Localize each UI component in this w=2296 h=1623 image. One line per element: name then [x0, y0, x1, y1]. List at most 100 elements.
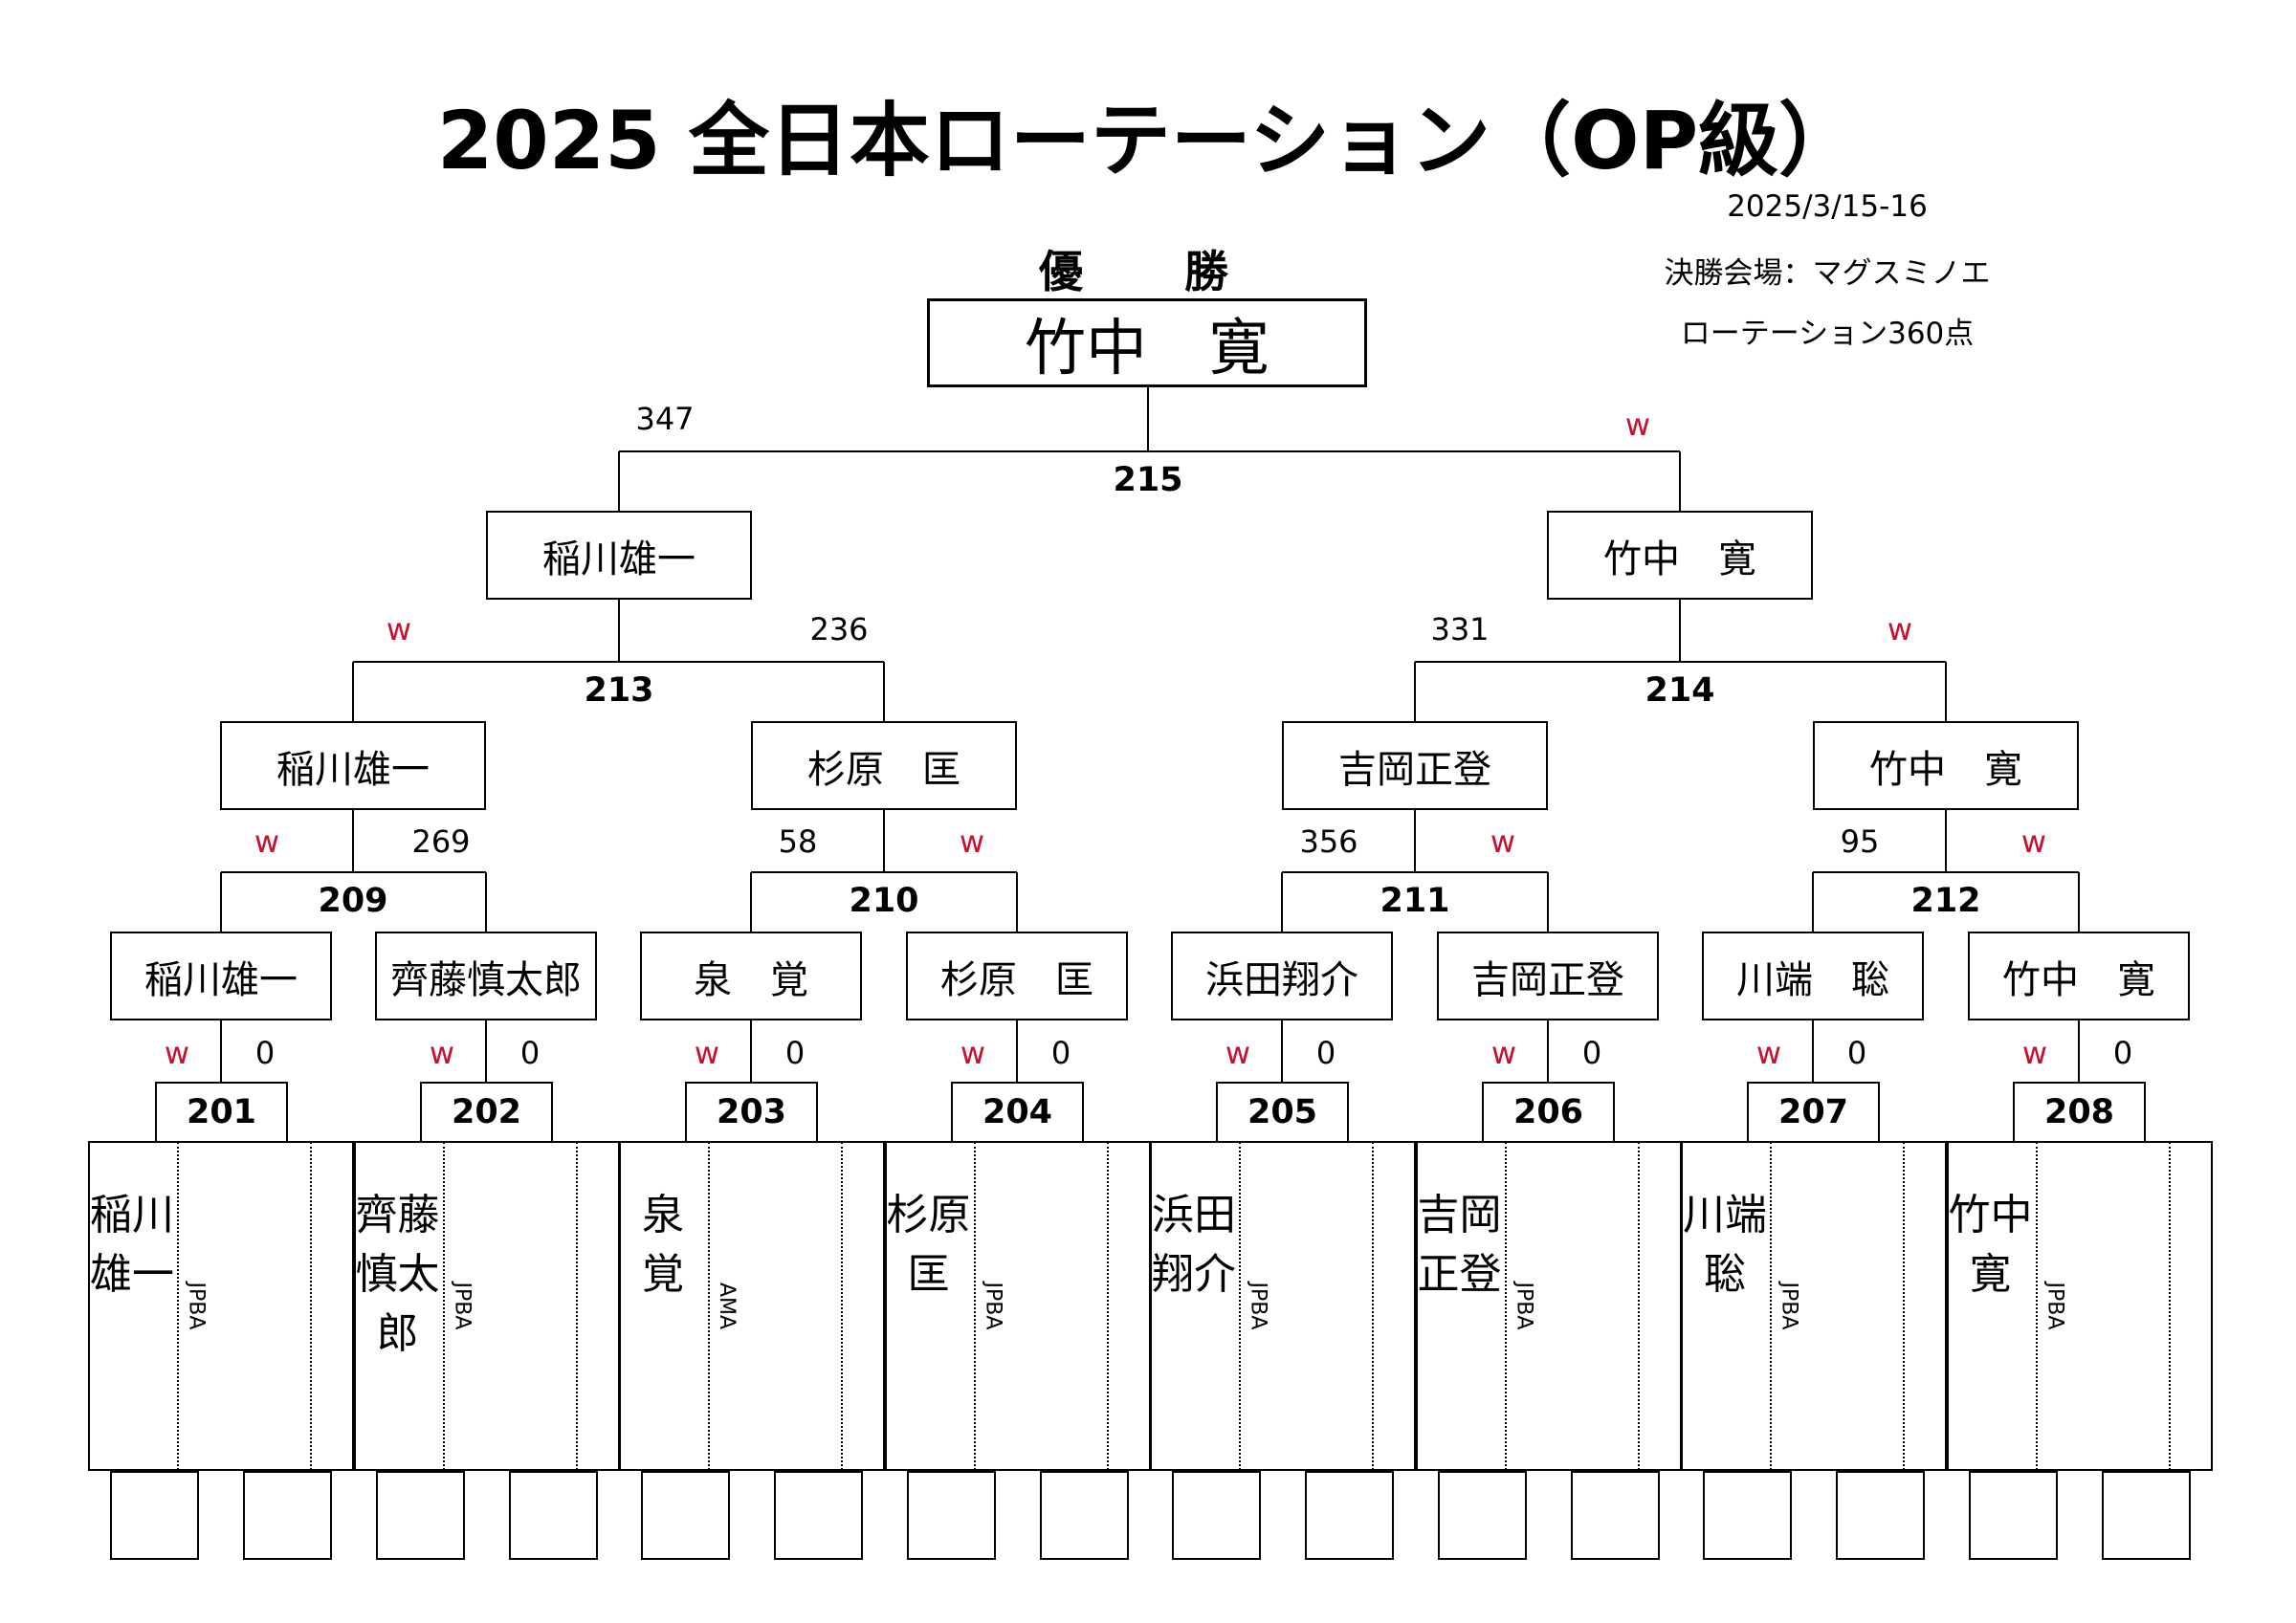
quarterfinal-winner-box: 竹中 寛	[1813, 721, 2079, 810]
match-score: 0	[519, 1035, 541, 1071]
round1-winner-box: 川端 聡	[1702, 932, 1924, 1020]
match-score: 236	[809, 611, 869, 647]
entrant-name: 齊藤慎太郎	[355, 1191, 440, 1358]
entrant-slot	[353, 1141, 620, 1471]
entrant-org: JPBA	[974, 1248, 1012, 1363]
match-number: 211	[1380, 882, 1450, 920]
slot-divider	[708, 1142, 710, 1470]
match-number-box: 201	[155, 1082, 288, 1141]
entrant-org: JPBA	[2036, 1248, 2074, 1363]
score-box	[508, 1471, 598, 1560]
match-number: 210	[849, 882, 919, 920]
quarterfinal-winner-box: 稲川雄一	[220, 721, 486, 810]
match-score: w	[254, 823, 280, 860]
match-number-box: 202	[420, 1082, 553, 1141]
score-box	[641, 1471, 730, 1560]
match-score: w	[959, 823, 985, 860]
match-score: 331	[1430, 611, 1490, 647]
match-score: w	[960, 1035, 986, 1071]
entrant-slot	[1946, 1141, 2213, 1471]
match-score: 0	[1050, 1035, 1071, 1071]
match-number: 214	[1645, 671, 1715, 710]
entrant-org-label: JPBA	[1777, 1282, 1801, 1329]
round1-winner-box: 泉 覚	[640, 932, 862, 1020]
round1-winner-box: 竹中 寛	[1968, 932, 2190, 1020]
entrant-name: 稲川雄一	[90, 1191, 174, 1299]
score-box	[1968, 1471, 2058, 1560]
score-box	[1703, 1471, 1792, 1560]
entrant-name: 竹中 寛	[1948, 1191, 2033, 1299]
slot-divider	[177, 1142, 179, 1470]
score-box	[243, 1471, 332, 1560]
match-score: w	[164, 1035, 190, 1071]
slot-divider	[442, 1142, 445, 1470]
slot-divider	[1637, 1142, 1640, 1470]
semifinal-winner-box: 竹中 寛	[1547, 511, 1813, 600]
entrant-slot	[1150, 1141, 1416, 1471]
entrant-org-label: AMA	[715, 1282, 740, 1329]
entrant-name: 川端 聡	[1683, 1191, 1767, 1299]
score-box	[774, 1471, 863, 1560]
score-box	[1836, 1471, 1925, 1560]
match-number-box: 206	[1482, 1082, 1615, 1141]
game-format: ローテーション360点	[1680, 317, 1975, 351]
round1-winner-box: 吉岡正登	[1437, 932, 1659, 1020]
match-score: 0	[2112, 1035, 2133, 1071]
match-score: 0	[1581, 1035, 1602, 1071]
champion-label: 優 勝	[1039, 246, 1257, 297]
entrant-slot	[88, 1141, 354, 1471]
match-score: 0	[1315, 1035, 1336, 1071]
semifinal-winner-box: 稲川雄一	[486, 511, 752, 600]
entrant-org-label: JPBA	[1246, 1282, 1270, 1329]
quarterfinal-winner-box: 吉岡正登	[1282, 721, 1548, 810]
entrant-org: JPBA	[443, 1248, 481, 1363]
champion-name-box: 竹中 寛	[927, 298, 1367, 387]
slot-divider	[1770, 1142, 1772, 1470]
match-score: w	[1624, 406, 1651, 443]
match-number-box: 208	[2013, 1082, 2146, 1141]
entrant-slot	[884, 1141, 1151, 1471]
round1-winner-box: 齊藤慎太郎	[375, 932, 597, 1020]
entrant-org-label: JPBA	[1512, 1282, 1535, 1329]
match-number-box: 204	[951, 1082, 1084, 1141]
slot-divider	[2168, 1142, 2171, 1470]
entrant-org: JPBA	[1770, 1248, 1808, 1363]
match-score: 95	[1840, 823, 1880, 860]
match-number: 209	[318, 882, 388, 920]
slot-divider	[973, 1142, 976, 1470]
match-number: 215	[1113, 461, 1183, 499]
score-box	[1570, 1471, 1660, 1560]
score-box	[1039, 1471, 1129, 1560]
score-box	[1305, 1471, 1394, 1560]
score-box	[1172, 1471, 1261, 1560]
score-box	[2101, 1471, 2191, 1560]
slot-divider	[1372, 1142, 1374, 1470]
match-score: 0	[784, 1035, 806, 1071]
match-score: w	[2020, 823, 2047, 860]
entrant-org-label: JPBA	[450, 1282, 474, 1329]
match-number: 213	[584, 671, 654, 710]
entrant-org: JPBA	[1239, 1248, 1277, 1363]
quarterfinal-winner-box: 杉原 匡	[751, 721, 1017, 810]
slot-divider	[575, 1142, 578, 1470]
final-venue: 決勝会場：マグスミノエ	[1664, 256, 1991, 291]
entrant-org-label: JPBA	[184, 1282, 209, 1329]
match-score: w	[1755, 1035, 1782, 1071]
match-number-box: 203	[685, 1082, 818, 1141]
page-title: 2025 全日本ローテーション（OP級）	[436, 94, 1860, 187]
match-score: 356	[1299, 823, 1358, 860]
entrant-name: 泉 覚	[642, 1191, 684, 1299]
match-score: 269	[411, 823, 471, 860]
entrant-name: 浜田翔介	[1152, 1191, 1236, 1299]
match-score: w	[1490, 823, 1516, 860]
match-score: w	[694, 1035, 720, 1071]
match-score: 0	[1846, 1035, 1867, 1071]
score-box	[906, 1471, 996, 1560]
match-number-box: 207	[1747, 1082, 1880, 1141]
match-score: w	[1887, 611, 1913, 647]
slot-divider	[1106, 1142, 1109, 1470]
slot-divider	[1504, 1142, 1507, 1470]
slot-divider	[841, 1142, 843, 1470]
match-score: w	[429, 1035, 455, 1071]
match-number-box: 205	[1216, 1082, 1349, 1141]
